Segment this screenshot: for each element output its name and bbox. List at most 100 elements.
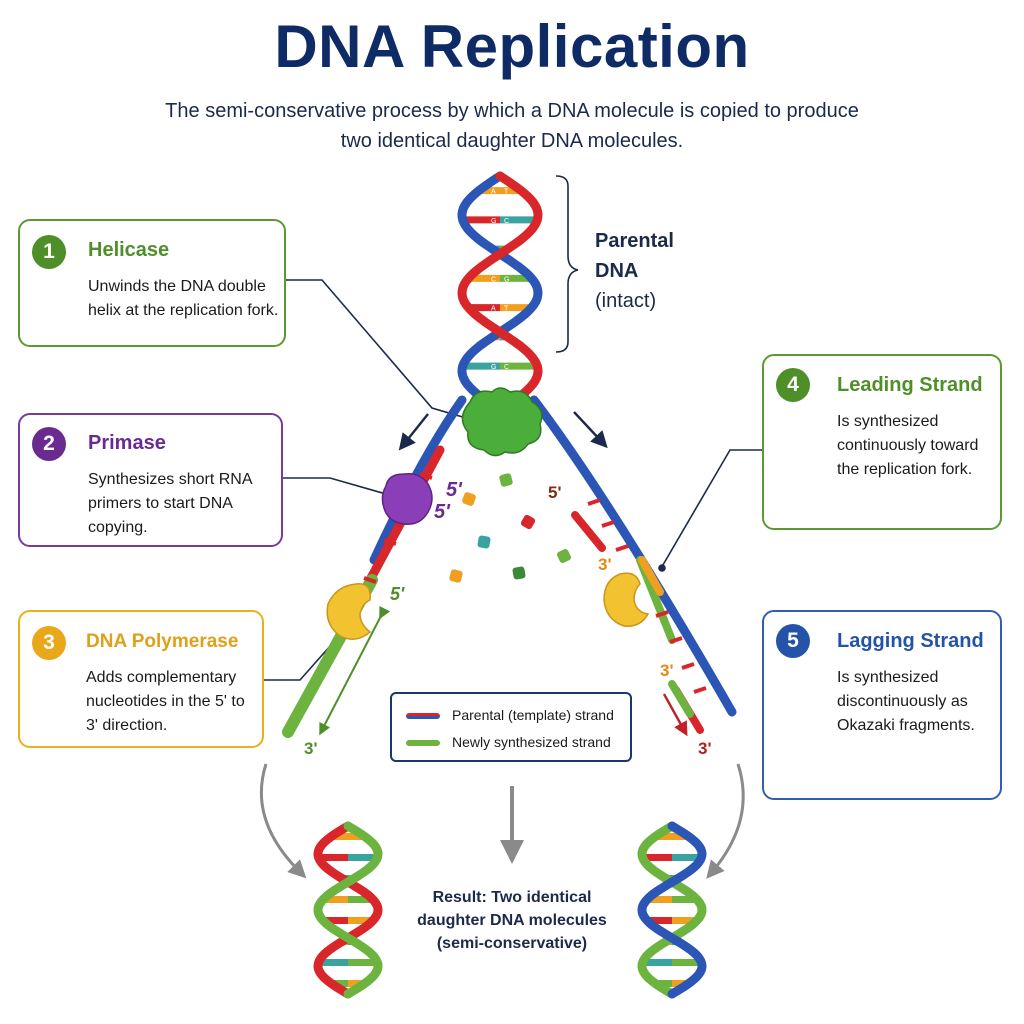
nucleotide-4 (477, 535, 491, 549)
step-description: Is synthesized continuously toward the r… (837, 413, 979, 478)
helicase-leader-line (286, 279, 491, 426)
left-strand-label-3: 3' (304, 739, 318, 758)
leading-leader-dot (658, 564, 666, 572)
daughter-right-strand-a (637, 821, 707, 999)
fork-right-tick-1 (587, 498, 601, 506)
parental-strand-a (457, 171, 543, 415)
daughter-left-strand-a (313, 821, 383, 999)
fork-left-tick-5 (363, 576, 377, 584)
result-caption: Result: Two identical daughter DNA molec… (406, 886, 618, 955)
parental-bracket (555, 175, 579, 353)
step-number-badge: 4 (776, 368, 810, 402)
primase-label-5-bottom: 5' (434, 501, 451, 523)
right-strand-label-3-bottom: 3' (698, 739, 712, 758)
fork-right-blue-strand (529, 395, 737, 717)
orange-primer-right (638, 556, 664, 596)
result-line3: (semi-conservative) (436, 935, 588, 952)
step-description: Unwinds the DNA double helix at the repl… (88, 278, 279, 319)
step-card-lagging-strand: 5 Lagging Strand Is synthesized disconti… (762, 610, 1002, 800)
helicase-enzyme (461, 387, 543, 457)
result-line1: Result: Two identical (432, 889, 592, 906)
parental-base-letter-7-partner: C (504, 364, 509, 371)
nucleotide-3 (520, 514, 536, 530)
strand-legend: Parental (template) strand Newly synthes… (390, 692, 632, 762)
parental-base-letter-5: A (491, 306, 496, 313)
polymerase-enzyme-right (603, 572, 650, 627)
parental-helix: ATGCTACGATATGCTA (457, 171, 543, 415)
parental-dna-label: Parental DNA (intact) (595, 226, 715, 316)
primase-label-5-top: 5' (446, 479, 463, 501)
daughter-right-strand-b (637, 821, 707, 999)
daughter-dna-right (637, 821, 707, 999)
primase-leader-line (283, 477, 387, 495)
parental-base-letter-1-partner: T (504, 189, 509, 196)
okazaki-fragment-2-green (668, 680, 694, 718)
right-strand-label-3-mid: 3' (660, 661, 674, 680)
polymerase-enzyme-left (326, 583, 372, 640)
nucleotide-6 (449, 569, 463, 583)
step-card-primase: 2 Primase Synthesizes short RNA primers … (18, 413, 283, 547)
fork-right-tick-5 (669, 636, 683, 644)
page-subtitle: The semi-conservative process by which a… (165, 100, 859, 152)
parental-label-line3: (intact) (595, 290, 657, 312)
nucleotide-1 (462, 492, 476, 506)
step-title: Lagging Strand (837, 630, 984, 652)
lagging-synthesis-arrow (662, 693, 688, 737)
step-title: Leading Strand (837, 374, 983, 396)
step-card-helicase: 1 Helicase Unwinds the DNA double helix … (18, 219, 286, 347)
nucleotide-2 (499, 473, 513, 487)
fork-right-tick-3 (615, 544, 629, 552)
okazaki-fragment-1 (571, 511, 606, 552)
fork-left-tick-4 (383, 538, 397, 546)
parental-base-letter-4: C (491, 276, 496, 283)
result-arrow-left (259, 763, 307, 879)
parental-strand-b (457, 171, 543, 415)
step-card-leading-strand: 4 Leading Strand Is synthesized continuo… (762, 354, 1002, 530)
fork-right-tick-4 (655, 610, 669, 618)
parental-base-letter-2: G (491, 218, 496, 225)
parental-base-letter-4-partner: G (504, 276, 509, 283)
fork-right-tick-2 (601, 520, 615, 528)
step-number-badge: 3 (32, 626, 66, 660)
parental-label-line2: DNA (595, 260, 639, 282)
legend-label-newly: Newly synthesized strand (452, 734, 611, 750)
step-number-badge: 5 (776, 624, 810, 658)
fork-left-blue-strand (369, 395, 467, 565)
step-number-badge: 2 (32, 427, 66, 461)
result-arrow-right (706, 763, 745, 879)
legend-swatch-newly (406, 740, 440, 746)
primase-enzyme (381, 472, 433, 525)
step-card-dna-polymerase: 3 DNA Polymerase Adds complementary nucl… (18, 610, 264, 748)
step-title: DNA Polymerase (86, 631, 239, 652)
fork-left-tick-1 (419, 472, 433, 480)
step-description: Adds complementary nucleotides in the 5'… (86, 669, 245, 734)
parental-base-letter-1: A (491, 189, 496, 196)
parental-base-letter-7: G (491, 364, 496, 371)
fork-right-arrow (573, 411, 608, 449)
leading-leader-line (659, 449, 762, 571)
legend-label-parental: Parental (template) strand (452, 707, 614, 723)
fork-labels: 5' 5' 5' 5' 3' 3' 3' 3' (304, 479, 712, 758)
nucleotide-5 (557, 549, 571, 563)
legend-item-newly: Newly synthesized strand (406, 732, 626, 754)
parental-base-letter-2-partner: C (504, 218, 509, 225)
leading-synthesis-arrow (319, 605, 391, 736)
right-strand-label-3-top: 3' (598, 555, 612, 574)
parental-label-line1: Parental (595, 230, 674, 252)
step-title: Helicase (88, 239, 170, 261)
result-line2: daughter DNA molecules (417, 912, 607, 929)
center-label-5: 5' (548, 483, 562, 502)
step-description: Is synthesized discontinuously as Okazak… (837, 669, 975, 734)
step-number-badge: 1 (32, 235, 66, 269)
nucleotide-7 (512, 566, 526, 580)
fork-right-tick-6 (681, 662, 695, 670)
legend-swatch-parental (406, 713, 440, 719)
legend-item-parental: Parental (template) strand (406, 705, 626, 727)
free-nucleotides (449, 473, 571, 583)
fork-right-tick-7 (693, 686, 707, 694)
daughter-dna-left (313, 821, 383, 999)
parental-base-letter-5-partner: T (504, 306, 509, 313)
step-description: Synthesizes short RNA primers to start D… (88, 471, 252, 536)
page-title: DNA Replication (274, 13, 750, 80)
